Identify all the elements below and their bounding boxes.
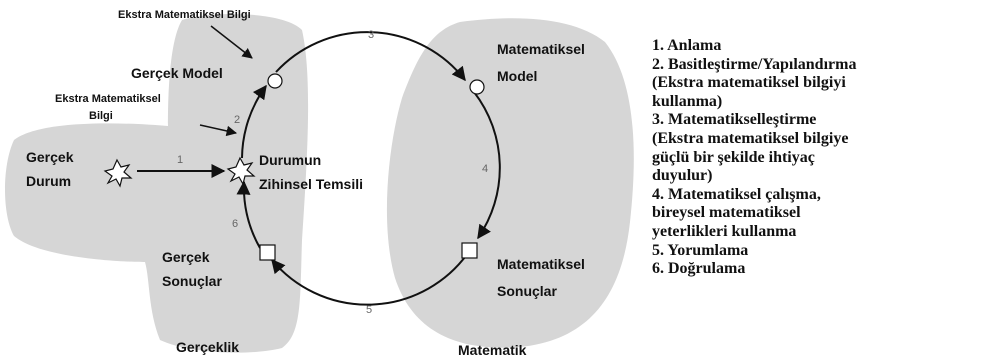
step-number-5: 5 — [366, 304, 372, 316]
arc-step-4 — [473, 91, 501, 240]
mental-representation-label-line2: Zihinsel Temsili — [259, 176, 363, 192]
legend-line: 3. Matematikselleştirme — [652, 111, 817, 129]
step-number-4: 4 — [482, 163, 488, 175]
real-situation-star-icon — [103, 158, 133, 188]
mathematical-model-label-line1: Matematiksel — [497, 41, 585, 57]
legend-line: (Ekstra matematiksel bilgiye — [652, 129, 849, 147]
real-situation-label-line1: Gerçek — [26, 149, 74, 165]
real-results-label-line2: Sonuçlar — [162, 273, 222, 289]
reality-region — [5, 14, 309, 353]
legend-line: 1. Anlama — [652, 37, 722, 54]
legend-line: güçlü bir şekilde ihtiyaç — [652, 148, 815, 166]
legend-line: duyulur) — [652, 167, 713, 185]
arrow-extra-top — [210, 25, 253, 59]
legend-line: yeterlikleri kullanma — [652, 222, 797, 240]
mathematical-results-label-line1: Matematiksel — [497, 256, 585, 272]
real-results-node — [259, 244, 276, 261]
legend-line: kullanma) — [652, 92, 723, 110]
mathematical-results-label-line2: Sonuçlar — [497, 283, 557, 299]
mathematical-model-label-line2: Model — [497, 68, 537, 84]
real-results-label-line1: Gerçek — [162, 249, 210, 265]
mathematical-results-node — [461, 242, 478, 259]
arc-step-5 — [271, 252, 469, 306]
real-situation-label-line2: Durum — [26, 173, 71, 189]
mental-representation-star-icon — [226, 156, 256, 186]
real-model-label: Gerçek Model — [131, 65, 223, 81]
legend-line: 5. Yorumlama — [652, 241, 749, 259]
mathematics-region-label: Matematik — [458, 342, 527, 358]
extra-knowledge-top-label: Ekstra Matematiksel Bilgi — [118, 9, 251, 21]
arc-step-6 — [236, 180, 261, 249]
reality-region-label: Gerçeklik — [176, 339, 239, 355]
arc-step-3 — [275, 31, 466, 82]
legend-line: bireysel matematiksel — [652, 204, 801, 222]
mathematical-model-node — [469, 79, 485, 95]
legend-line: 6. Doğrulama — [652, 260, 746, 278]
step-number-3: 3 — [368, 29, 374, 41]
extra-knowledge-left-label-line1: Ekstra Matematiksel — [55, 93, 161, 105]
step-legend: 1. Anlama 2. Basitleştirme/Yapılandırma … — [652, 37, 1007, 279]
step-number-2: 2 — [234, 114, 240, 126]
step-number-6: 6 — [232, 218, 238, 230]
legend-line: (Ekstra matematiksel bilgiyi — [652, 74, 846, 92]
legend-line: 2. Basitleştirme/Yapılandırma — [652, 55, 857, 73]
arrow-extra-left — [199, 124, 238, 137]
real-model-node — [267, 73, 283, 89]
arc-step-2 — [241, 84, 267, 159]
mathematics-region — [386, 18, 634, 348]
mental-representation-label-line1: Durumun — [259, 152, 321, 168]
legend-line: 4. Matematiksel çalışma, — [652, 185, 821, 203]
step-number-1: 1 — [177, 154, 183, 166]
extra-knowledge-left-label-line2: Bilgi — [89, 110, 113, 122]
